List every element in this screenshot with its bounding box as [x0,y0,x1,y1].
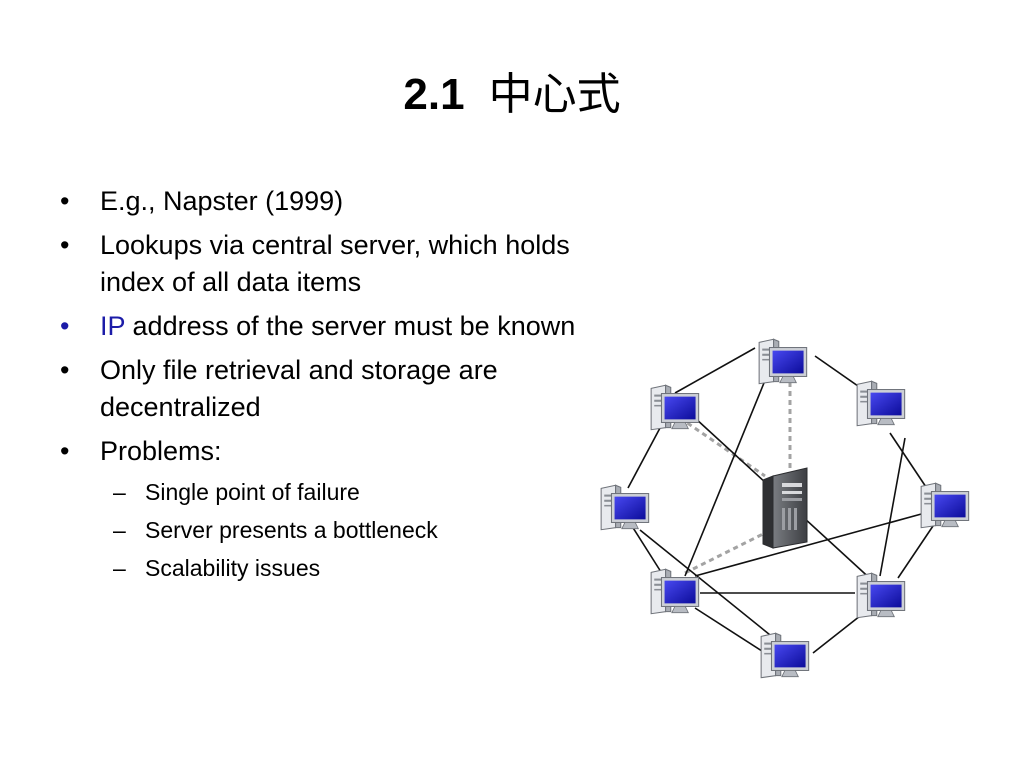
bullet-item: • Problems: –Single point of failure –Se… [60,433,620,587]
sub-bullet-item: –Scalability issues [100,549,620,587]
peer-link [897,522,936,579]
dash-marker: – [113,555,126,581]
peer-link [812,615,861,654]
bullet-highlight: IP [100,311,126,341]
bullet-marker: • [60,436,70,466]
server-tower-icon [762,467,808,549]
peer-link [674,347,756,394]
bullet-list: • E.g., Napster (1999) • Lookups via cen… [60,183,620,594]
desktop-computer-icon [650,384,700,431]
bullet-item: • E.g., Napster (1999) [60,183,620,220]
peer-link [879,437,906,577]
bullet-item: • Only file retrieval and storage are de… [60,352,620,426]
peer-link [684,355,776,577]
peer-links [627,347,936,654]
sub-bullet-item: –Server presents a bottleneck [100,511,620,549]
desktop-computer-icon [920,482,970,529]
bullet-item: • Lookups via central server, which hold… [60,227,620,301]
bullet-marker: • [60,355,70,385]
network-diagram [600,338,970,679]
desktop-computer-icon [758,338,808,385]
bullet-marker: • [60,230,70,260]
peer-link [639,529,781,644]
peer-link [627,427,661,489]
bullet-marker: • [60,186,70,216]
peer-link [694,607,766,654]
bullet-text: E.g., Napster (1999) [100,186,344,216]
sub-bullet-text: Scalability issues [145,555,321,581]
bullet-text: Only file retrieval and storage are dece… [100,355,498,422]
desktop-computer-icon [760,632,810,679]
title-number: 2.1 [403,70,465,119]
bullet-text: address of the server must be known [125,311,576,341]
server-links [679,373,792,575]
sub-bullet-list: –Single point of failure –Server present… [100,473,620,587]
dash-marker: – [113,517,126,543]
bullet-marker: • [60,311,70,341]
sub-bullet-text: Single point of failure [145,479,360,505]
sub-bullet-item: –Single point of failure [100,473,620,511]
desktop-computer-icon [650,568,700,615]
server-link [684,531,766,575]
desktop-computer-icon [600,484,650,531]
bullet-item: • IP address of the server must be known [60,308,620,345]
peer-link [889,432,931,494]
bullet-text: Lookups via central server, which holds … [100,230,570,297]
slide-title: 2.1 中心式 [0,62,1024,128]
bullet-text: Problems: [100,436,222,466]
dash-marker: – [113,479,126,505]
title-text: 中心式 [488,70,621,119]
server-link [679,416,766,478]
peer-link [694,512,926,577]
desktop-computer-icon [856,380,906,427]
sub-bullet-text: Server presents a bottleneck [145,517,438,543]
desktop-computer-icon [856,572,906,619]
